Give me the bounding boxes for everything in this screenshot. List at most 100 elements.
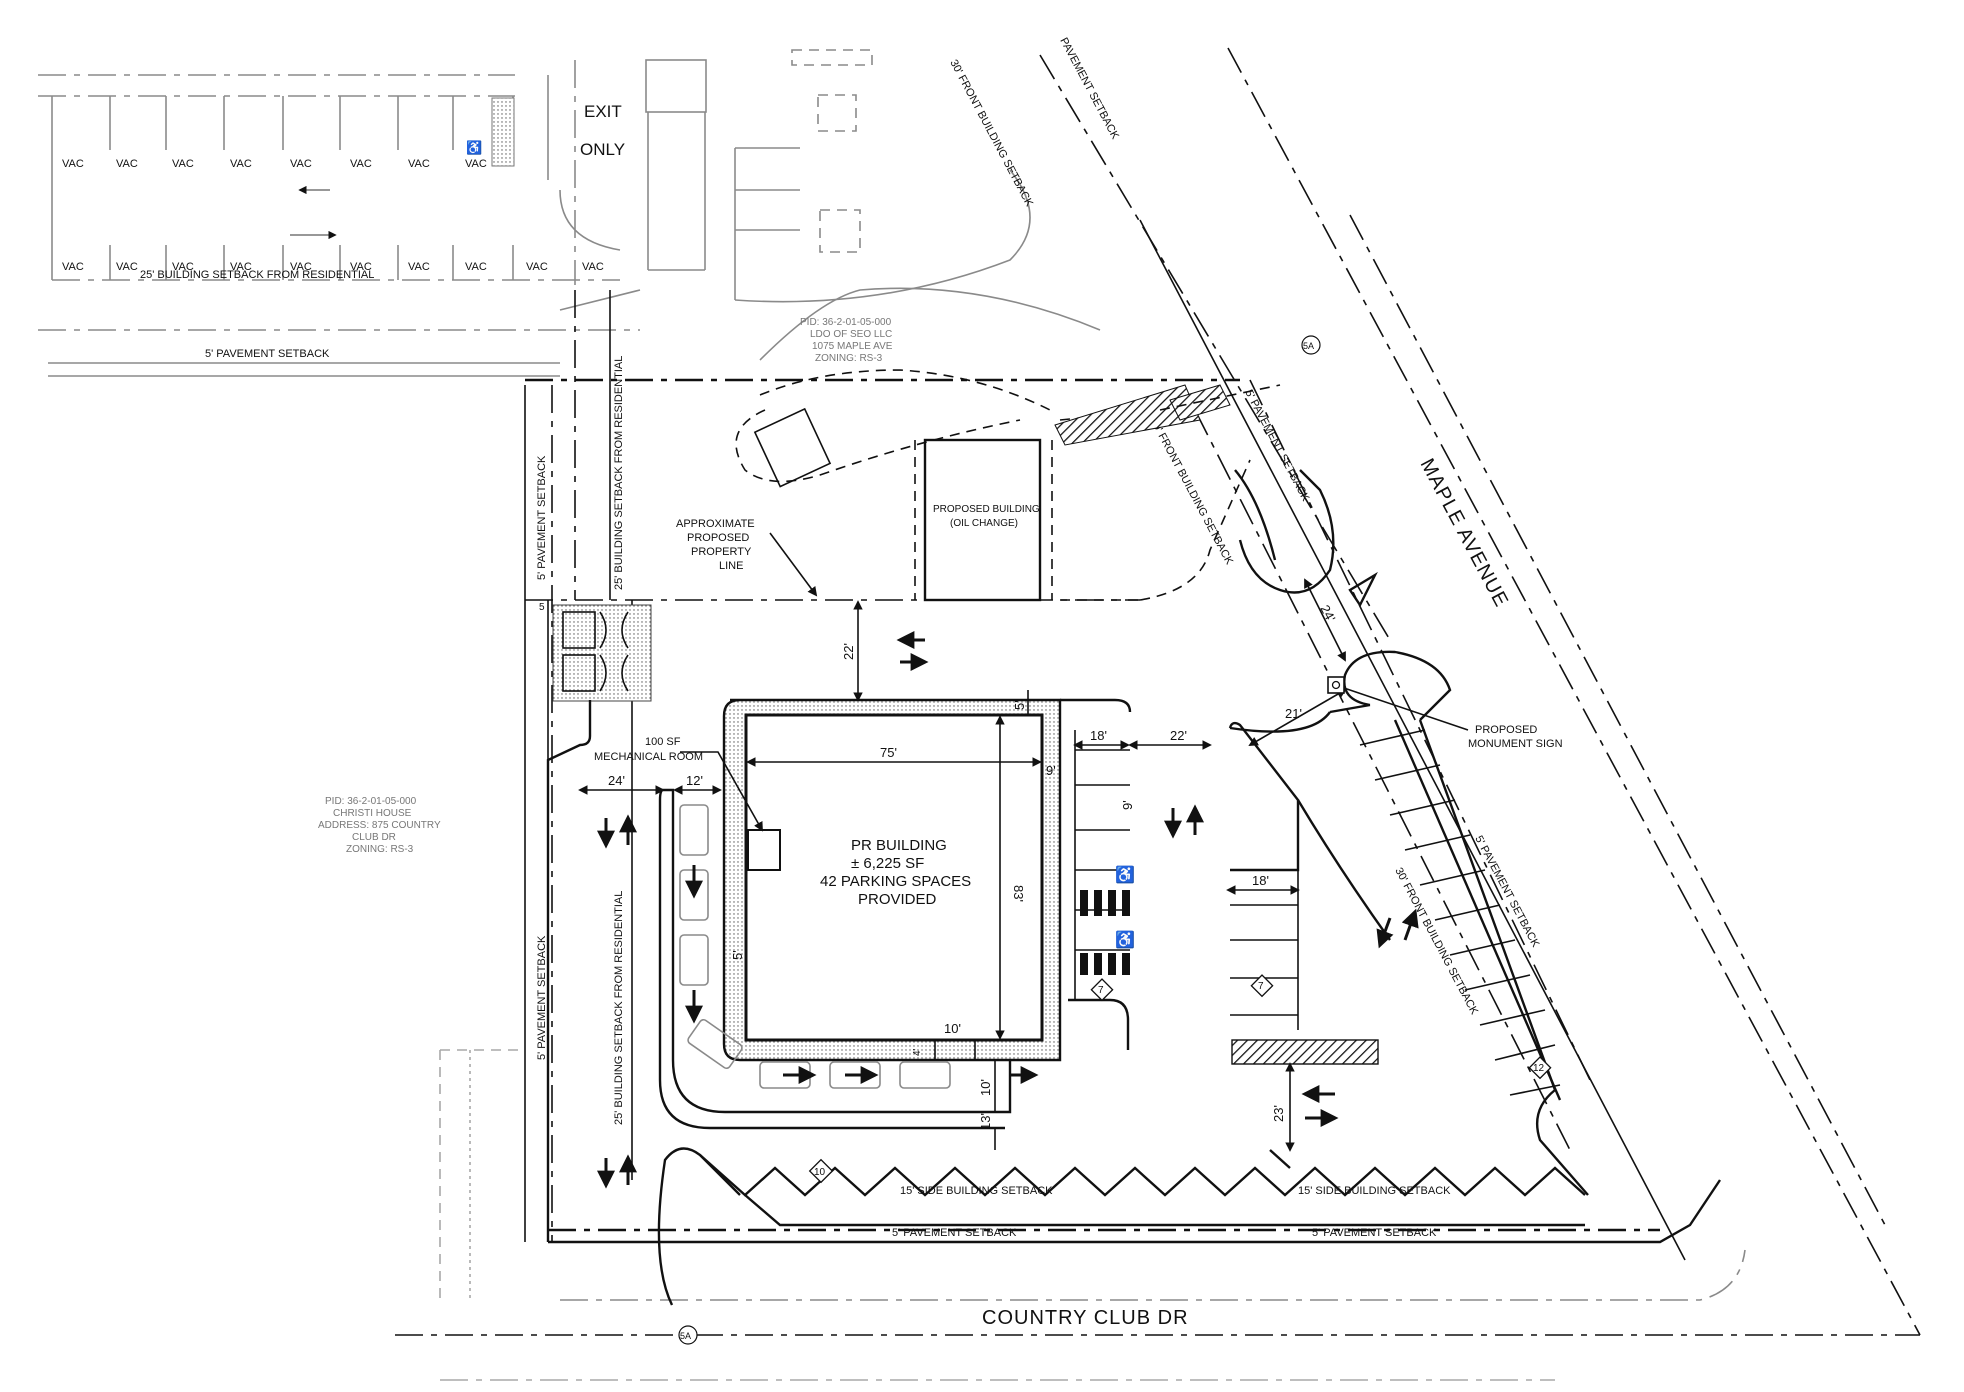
accessible-space-icons: ♿ ♿ <box>1115 865 1135 949</box>
oil-change-site <box>735 369 1281 602</box>
vac-labels-top-row: VAC VAC VAC VAC VAC VAC VAC VAC <box>62 158 487 170</box>
vac-label: VAC <box>290 261 312 273</box>
route-marker-east: 5A <box>1303 341 1314 351</box>
traffic-arrow-icons-nw <box>290 185 337 240</box>
svg-text:PROPOSED: PROPOSED <box>687 532 749 544</box>
svg-text:MONUMENT SIGN: MONUMENT SIGN <box>1468 738 1563 750</box>
side-setback-label-right: 15' SIDE BUILDING SETBACK <box>1298 1185 1451 1197</box>
dimension-83: 83' <box>995 715 1026 1040</box>
east-parking-islands <box>1060 698 1132 1050</box>
svg-text:9': 9' <box>1046 763 1056 778</box>
country-club-dr-road: 5A COUNTRY CLUB DR <box>395 1307 1920 1345</box>
svg-text:22': 22' <box>841 643 856 660</box>
svg-text:21': 21' <box>1285 706 1302 721</box>
vac-label: VAC <box>350 158 372 170</box>
svg-text:5': 5' <box>1012 700 1027 710</box>
space-count-12: 12 <box>1528 1056 1552 1080</box>
vac-label: VAC <box>62 261 84 273</box>
accessible-space-icon: ♿ <box>466 140 482 155</box>
residential-setback-vertical-upper: 25' BUILDING SETBACK FROM RESIDENTIAL <box>613 356 625 590</box>
east-setback-lines <box>1039 54 1591 1151</box>
dimension-5-top: 5' <box>1012 690 1029 715</box>
street-label-country-club-dr: COUNTRY CLUB DR <box>982 1307 1189 1329</box>
vac-label: VAC <box>62 158 84 170</box>
central-island <box>1226 711 1391 1065</box>
existing-north-site <box>547 49 1101 361</box>
svg-text:PROPOSED BUILDING: PROPOSED BUILDING <box>933 504 1040 515</box>
dimension-12: 12' <box>686 773 703 788</box>
svg-text:7: 7 <box>1258 981 1264 992</box>
residential-setback-vertical-lower: 25' BUILDING SETBACK FROM RESIDENTIAL <box>613 891 625 1125</box>
two-way-arrows-east-aisle <box>1164 804 1204 839</box>
southwest-curb <box>657 1147 741 1306</box>
svg-text:ONLY: ONLY <box>580 140 625 159</box>
svg-text:EXIT: EXIT <box>584 102 622 121</box>
svg-text:23': 23' <box>1271 1105 1286 1122</box>
space-count-7b: 7 <box>1250 974 1274 998</box>
south-angled-parking <box>699 1149 1586 1227</box>
pavement-setback-label-top: 5' PAVEMENT SETBACK <box>205 348 330 360</box>
pavement-setback-label-east-top: PAVEMENT SETBACK <box>1057 36 1121 142</box>
space-count-7a: 7 <box>1090 978 1114 1002</box>
vac-label: VAC <box>172 158 194 170</box>
dimension-75: 75' <box>746 745 1042 767</box>
svg-text:PR BUILDING: PR BUILDING <box>851 837 947 854</box>
vac-labels-bottom-row: VAC VAC VAC VAC VAC VAC VAC VAC VAC VAC <box>62 261 604 273</box>
svg-text:10: 10 <box>814 1167 826 1178</box>
vac-label: VAC <box>526 261 548 273</box>
svg-text:7: 7 <box>1098 985 1104 996</box>
west-parcel-outline <box>439 1049 525 1300</box>
svg-text:± 6,225 SF: ± 6,225 SF <box>851 855 924 872</box>
svg-text:♿: ♿ <box>1115 865 1135 884</box>
svg-text:ZONING: RS-3: ZONING: RS-3 <box>346 844 414 855</box>
mechanical-room-callout: 100 SF MECHANICAL ROOM <box>594 736 763 832</box>
dumpster-enclosure <box>552 604 652 702</box>
vac-label: VAC <box>290 158 312 170</box>
svg-text:PROPOSED: PROPOSED <box>1475 724 1537 736</box>
dimension-23: 23' <box>1271 1062 1295 1152</box>
pavement-setback-label-south-right: 5' PAVEMENT SETBACK <box>1312 1227 1437 1239</box>
svg-text:9': 9' <box>1120 800 1135 810</box>
dimension-24-east: 24' <box>1304 578 1346 662</box>
dimension-21: 21' <box>1248 689 1347 746</box>
parcel-west-label: PID: 36-2-01-05-000 CHRISTI HOUSE ADDRES… <box>318 796 441 855</box>
pavement-setback-label-south-left: 5' PAVEMENT SETBACK <box>892 1227 1017 1239</box>
vac-label: VAC <box>230 158 252 170</box>
vac-label: VAC <box>350 261 372 273</box>
existing-parking-northwest <box>38 74 640 377</box>
west-drive-aisle <box>546 700 1012 1242</box>
vac-label: VAC <box>408 158 430 170</box>
front-setback-label-top: 30' FRONT BUILDING SETBACK <box>947 58 1035 209</box>
svg-text:MECHANICAL ROOM: MECHANICAL ROOM <box>594 751 703 763</box>
east-parking-stall-lines <box>1359 729 1561 1096</box>
maple-avenue-road: 5A MAPLE AVENUE <box>1139 47 1921 1336</box>
dimension-22-aisle: 22' <box>1128 728 1212 750</box>
svg-text:PID: 36-2-01-05-000: PID: 36-2-01-05-000 <box>800 317 892 328</box>
pr-building-label: PR BUILDING ± 6,225 SF 42 PARKING SPACES… <box>820 837 971 908</box>
svg-text:ADDRESS: 875 COUNTRY: ADDRESS: 875 COUNTRY <box>318 820 441 831</box>
two-way-arrows-east-drive <box>1376 908 1419 949</box>
two-way-arrows-north <box>896 631 929 671</box>
dimension-5-small: 5 <box>539 602 545 613</box>
svg-text:APPROXIMATE: APPROXIMATE <box>676 518 755 530</box>
svg-text:1075 MAPLE AVE: 1075 MAPLE AVE <box>812 341 893 352</box>
mechanical-room <box>747 829 781 871</box>
dimension-4: 4' <box>912 1040 976 1060</box>
svg-text:24': 24' <box>1317 602 1338 624</box>
dimension-10-bottom: 10' <box>935 1021 975 1041</box>
dimension-13: 13' <box>978 1113 996 1150</box>
svg-text:10': 10' <box>944 1021 961 1036</box>
svg-text:CHRISTI HOUSE: CHRISTI HOUSE <box>333 808 412 819</box>
accessible-aisle-stripes <box>1080 890 1130 975</box>
residential-setback-label-top: 25' BUILDING SETBACK FROM RESIDENTIAL <box>140 269 374 281</box>
svg-text:PID: 36-2-01-05-000: PID: 36-2-01-05-000 <box>325 796 417 807</box>
pavement-setback-vertical-lower: 5' PAVEMENT SETBACK <box>536 935 548 1060</box>
svg-text:(OIL CHANGE): (OIL CHANGE) <box>950 518 1018 529</box>
pavement-setback-vertical-upper: 5' PAVEMENT SETBACK <box>536 455 548 580</box>
svg-text:100 SF: 100 SF <box>645 736 681 748</box>
monument-sign <box>1327 676 1469 731</box>
dimension-10-lane: 10' <box>978 1060 996 1112</box>
svg-text:22': 22' <box>1170 728 1187 743</box>
vac-label: VAC <box>172 261 194 273</box>
